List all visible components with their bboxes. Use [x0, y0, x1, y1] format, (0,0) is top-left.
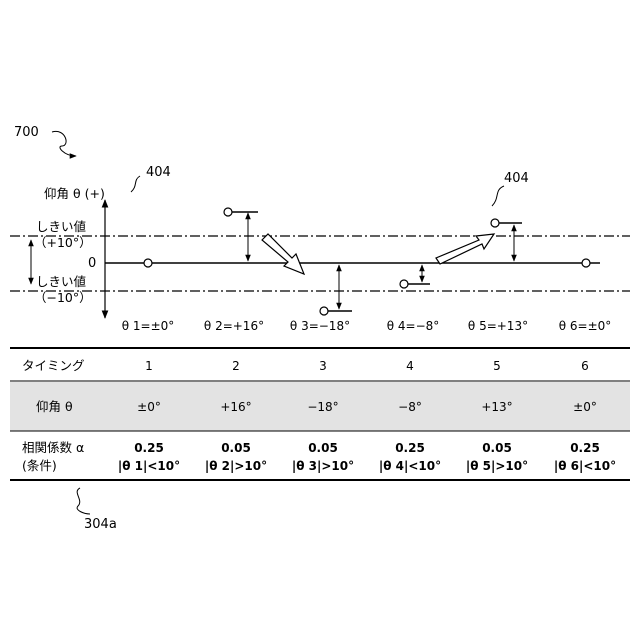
upper-threshold-title: しきい値 [36, 219, 86, 234]
marker-5 [491, 219, 499, 227]
elevation-cell-2: +16° [220, 400, 251, 414]
condition-cell-5: |θ 5|>10° [466, 459, 528, 473]
elevation-cell-3: −18° [307, 400, 338, 414]
marker-1 [144, 259, 152, 267]
coef-cell-5: 0.05 [482, 441, 512, 455]
coef-header: 相関係数 α [22, 440, 84, 455]
condition-cell-6: |θ 6|<10° [554, 459, 616, 473]
marker-ref-label-right: 404 [504, 171, 529, 186]
theta-label-1: θ 1=±0° [122, 319, 175, 333]
table-ref-label: 304a [84, 517, 117, 532]
marker-ref-leader-right [492, 186, 504, 206]
timing-table: タイミング 1 2 3 4 5 6 仰角 θ ±0° +16° −18° −8°… [10, 348, 630, 480]
figure-number-leader [52, 131, 76, 156]
timing-cell-2: 2 [232, 359, 240, 373]
marker-ref-leader-left [131, 176, 140, 192]
coef-condition-header: (条件) [22, 458, 57, 473]
lower-threshold-title: しきい値 [36, 274, 86, 289]
marker-ref-label-left: 404 [146, 165, 171, 180]
condition-cell-4: |θ 4|<10° [379, 459, 441, 473]
motion-arrow-down [262, 234, 304, 274]
elevation-header: 仰角 θ [36, 399, 73, 414]
motion-arrow-up [436, 234, 494, 264]
timing-cell-4: 4 [406, 359, 414, 373]
zero-label: 0 [88, 256, 96, 271]
timing-cell-6: 6 [581, 359, 589, 373]
timing-cell-5: 5 [493, 359, 501, 373]
condition-cell-3: |θ 3|>10° [292, 459, 354, 473]
axis-title: 仰角 θ (+) [44, 186, 105, 201]
timing-cell-3: 3 [319, 359, 327, 373]
theta-label-5: θ 5=+13° [468, 319, 528, 333]
marker-3 [320, 307, 328, 315]
theta-label-4: θ 4=−8° [387, 319, 440, 333]
coef-cell-6: 0.25 [570, 441, 600, 455]
marker-2 [224, 208, 232, 216]
elevation-cell-6: ±0° [573, 400, 597, 414]
theta-label-3: θ 3=−18° [290, 319, 350, 333]
coef-cell-4: 0.25 [395, 441, 425, 455]
timing-header: タイミング [22, 358, 85, 373]
marker-6 [582, 259, 590, 267]
theta-label-2: θ 2=+16° [204, 319, 264, 333]
theta-label-6: θ 6=±0° [559, 319, 612, 333]
figure-number: 700 [14, 125, 39, 140]
timing-cell-1: 1 [145, 359, 153, 373]
table-ref-leader [77, 488, 90, 514]
lower-threshold-value: （−10°） [34, 290, 92, 305]
coef-cell-3: 0.05 [308, 441, 338, 455]
elevation-cell-4: −8° [398, 400, 422, 414]
condition-cell-1: |θ 1|<10° [118, 459, 180, 473]
upper-threshold-value: （+10°） [34, 235, 92, 250]
coef-cell-1: 0.25 [134, 441, 164, 455]
condition-cell-2: |θ 2|>10° [205, 459, 267, 473]
elevation-cell-1: ±0° [137, 400, 161, 414]
marker-4 [400, 280, 408, 288]
coef-cell-2: 0.05 [221, 441, 251, 455]
elevation-cell-5: +13° [481, 400, 512, 414]
